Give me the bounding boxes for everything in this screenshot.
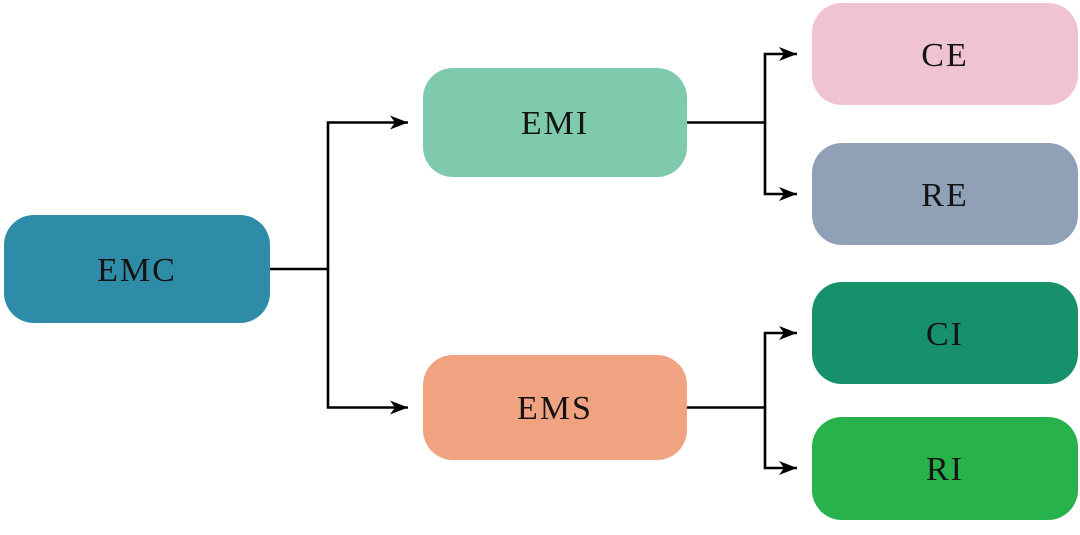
node-ci-box	[812, 282, 1078, 384]
node-ce-label: CE	[921, 37, 968, 74]
node-re-box	[812, 143, 1078, 245]
node-ri-label: RI	[926, 451, 964, 488]
node-ce-box	[812, 3, 1078, 105]
node-emc-label: EMC	[97, 252, 177, 289]
edge-ems-ci	[687, 326, 797, 409]
node-emi-box	[423, 68, 687, 177]
node-emc: EMC	[4, 215, 270, 323]
edge-emc-emi	[270, 115, 408, 271]
node-ci-label: CI	[926, 316, 964, 353]
node-ce: CE	[812, 3, 1078, 105]
edge-emi-ce	[687, 47, 797, 124]
node-emi-label: EMI	[521, 105, 589, 142]
node-ci: CI	[812, 282, 1078, 384]
node-emi: EMI	[423, 68, 687, 177]
node-ems: EMS	[423, 355, 687, 460]
node-ri-box	[812, 417, 1078, 520]
node-re-label: RE	[921, 177, 968, 214]
node-emc-box	[4, 215, 270, 323]
edge-emc-ems	[326, 269, 408, 415]
node-ems-label: EMS	[517, 390, 593, 427]
node-ems-box	[423, 355, 687, 460]
node-re: RE	[812, 143, 1078, 245]
edge-ems-ri	[763, 407, 797, 475]
node-ri: RI	[812, 417, 1078, 520]
edge-emi-re	[763, 122, 797, 201]
